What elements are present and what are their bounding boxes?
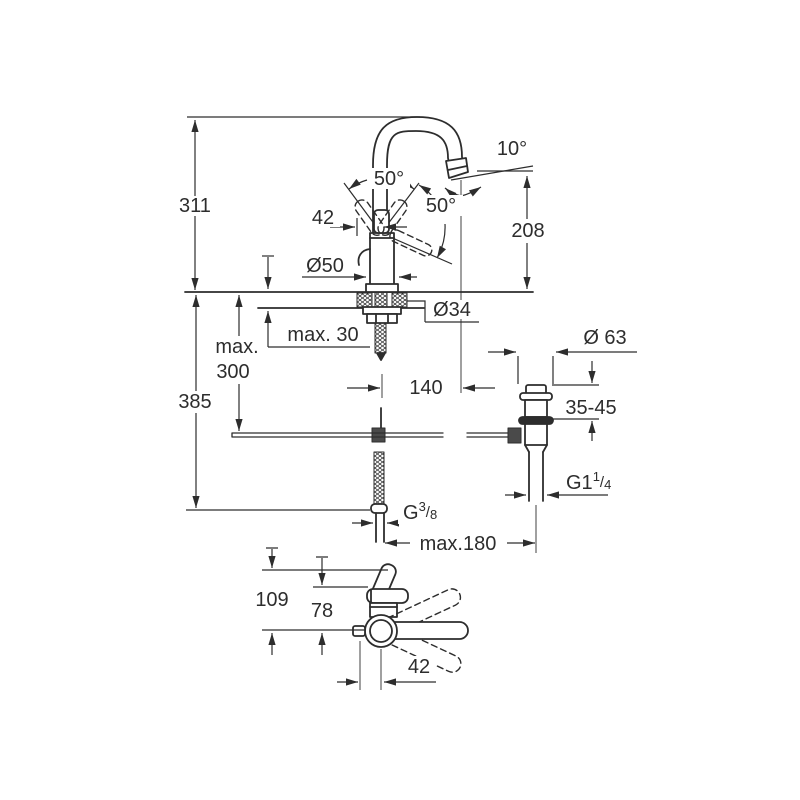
supply-hose-upper [374,322,387,354]
spout-inner [386,130,450,234]
dimension-lines [186,116,637,690]
dim-rod-length-value: 300 [216,361,249,383]
dim-max-deck-thickness: max. 30 [287,324,358,346]
waste-flange [519,392,553,401]
waste-tailpipe [528,451,544,502]
hose-tip [376,352,386,361]
dim-outlet-height: 208 [511,220,544,242]
waste-seal-ring [518,416,554,425]
lever-tilt-left-dashed [354,199,385,236]
lever-tilt-right-dashed [377,199,408,236]
dim-handle-swing-right: 50° [426,195,456,217]
seal-wedge-right [391,292,408,308]
dim-total-height: 311 [179,195,211,217]
dim-drain-thread: G11/4 [566,469,611,494]
waste-body [524,423,548,446]
dim-supply-thread: G3/8 [403,499,437,524]
top-view-rod-knob [352,625,366,637]
drain-assembly [518,384,554,502]
dim-topview-handle-offset: 42 [408,656,430,678]
washer [362,306,402,315]
side-view-faucet [184,116,534,543]
dim-hole-diameter: Ø34 [433,299,471,321]
dim-base-diameter: Ø50 [306,255,344,277]
base-flange [365,283,399,293]
dim-rod-horizontal-span: max.180 [420,533,497,555]
drain-rod-clevis [507,427,522,444]
top-view-faucet [352,563,469,673]
dim-handle-projection: 42 [312,207,334,229]
rod-clamp [371,427,386,443]
top-view-lever-top [366,588,409,604]
supply-pipe [375,512,385,543]
seal-wedge-left [356,292,373,308]
dim-topview-body-depth: 78 [311,600,333,622]
dim-topview-depth: 109 [255,589,288,611]
threaded-shank [374,291,388,309]
mounting-nut [366,313,398,324]
top-view-base-inner [369,619,393,643]
dim-spout-reach: 140 [409,377,442,399]
waste-neck [524,399,548,418]
dim-drain-deck-range: 35-45 [565,397,616,419]
supply-hose-lower [373,451,385,506]
dimension-labels: 311 42 50° 50° 10° 208 Ø50 Ø34 max. 30 m… [173,138,636,678]
dim-hose-length: 385 [178,391,211,413]
dim-spout-angle: 10° [497,138,527,160]
faucet-body [369,232,395,286]
dim-rod-length-max: max. [215,336,258,358]
dim-drain-flange-diameter: Ø 63 [583,327,626,349]
drain-rod-horizontal [466,432,509,438]
dim-handle-swing-left: 50° [374,168,404,190]
lever-open-dashed [389,229,433,257]
hose-nut [370,503,388,514]
body-hook-detail [357,248,371,266]
pop-up-rod-horizontal [231,432,444,438]
